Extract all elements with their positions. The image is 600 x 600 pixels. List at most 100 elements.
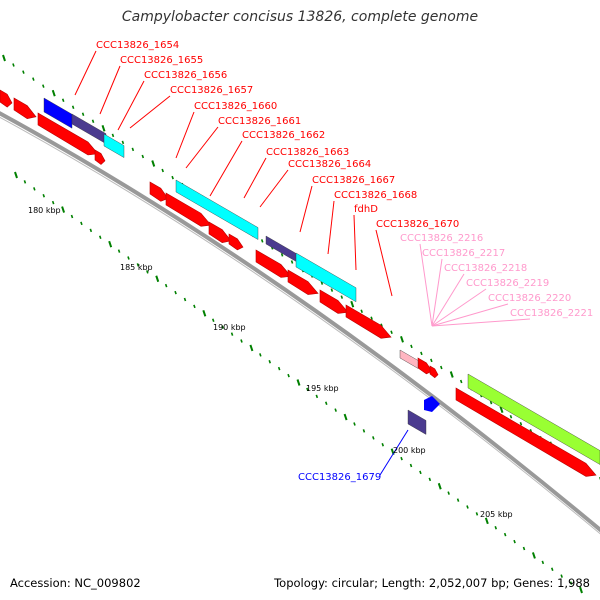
tick-mark-upper	[430, 358, 433, 363]
map-title: Campylobacter concisus 13826, complete g…	[121, 9, 479, 25]
tick-mark-upper	[360, 309, 363, 313]
tick-mark-upper	[350, 300, 355, 308]
tick-mark-lower	[183, 297, 187, 302]
gene-label: CCC13826_1654	[96, 40, 179, 51]
cds-arrow	[13, 97, 37, 119]
feature-block	[424, 396, 440, 412]
feature-block	[43, 97, 73, 129]
leader-line	[74, 50, 97, 96]
axis-tick-label: 190 kbp	[213, 323, 246, 332]
accession-text: Accession: NC_009802	[10, 576, 141, 590]
tick-mark-upper	[489, 400, 493, 405]
tick-mark-upper	[509, 414, 513, 419]
backbone-layer	[0, 111, 600, 535]
tick-mark-lower	[353, 422, 356, 426]
tick-mark-lower	[372, 436, 375, 440]
tick-mark-lower	[240, 339, 243, 343]
tick-mark-lower	[259, 353, 262, 357]
tick-mark-lower	[164, 283, 168, 288]
cds-arrow	[149, 181, 169, 202]
leader-line	[117, 80, 145, 131]
gene-label: CCC13826_1662	[242, 130, 325, 141]
cds-arrow	[319, 289, 349, 314]
tick-mark-lower	[541, 560, 545, 565]
tick-mark-upper	[71, 105, 75, 109]
tick-mark-lower	[315, 394, 319, 399]
tick-mark-lower	[334, 408, 337, 412]
tick-mark-lower	[268, 359, 272, 364]
leader-line	[175, 111, 195, 159]
tick-mark-lower	[343, 413, 348, 421]
tick-mark-upper	[91, 119, 95, 124]
leader-line	[431, 303, 509, 327]
tick-mark-upper	[320, 281, 324, 285]
tick-mark-lower	[155, 275, 160, 283]
tick-mark-lower	[211, 318, 215, 323]
tick-mark-upper	[459, 379, 463, 384]
tick-mark-upper	[330, 288, 334, 292]
leader-line	[243, 157, 267, 199]
tick-mark-lower	[42, 193, 46, 198]
tick-mark-lower	[569, 581, 573, 585]
tick-mark-lower	[475, 512, 479, 516]
gene-label: CCC13826_2217	[422, 248, 505, 259]
feature-block	[407, 409, 427, 435]
tick-mark-lower	[108, 240, 113, 248]
gene-label: fdhD	[354, 204, 378, 215]
gene-label: CCC13826_1664	[288, 159, 371, 170]
leader-line	[299, 185, 313, 233]
tick-mark-lower	[447, 491, 450, 495]
cds-arrow	[94, 149, 106, 165]
tick-mark-lower	[146, 270, 149, 274]
tick-mark-lower	[61, 206, 66, 213]
feature-block	[467, 373, 600, 465]
tick-mark-upper	[519, 421, 523, 426]
tick-mark-upper	[440, 365, 443, 370]
axis-tick-label: 200 kbp	[393, 446, 426, 455]
tick-mark-upper	[260, 239, 264, 243]
tick-mark-lower	[127, 256, 130, 260]
tick-mark-upper	[81, 112, 85, 117]
cds-arrow	[208, 221, 232, 243]
axis-tick-label: 195 kbp	[306, 384, 339, 393]
tick-mark-upper	[101, 125, 106, 132]
leader-line	[353, 214, 357, 271]
tick-mark-lower	[14, 171, 18, 179]
tick-mark-upper	[121, 140, 125, 145]
tick-mark-upper	[370, 316, 373, 320]
leader-line	[209, 140, 243, 197]
gene-label: CCC13826_1656	[144, 70, 227, 81]
leader-line	[129, 95, 171, 129]
tick-mark-lower	[456, 498, 460, 502]
tick-mark-lower	[174, 290, 177, 295]
tick-mark-lower	[221, 325, 224, 329]
tick-mark-upper	[390, 330, 393, 335]
leader-line	[379, 429, 409, 476]
tick-mark-lower	[494, 525, 498, 530]
gene-label: CCC13826_2218	[444, 263, 527, 274]
axis-tick-label: 180 kbp	[28, 206, 61, 215]
leader-line	[327, 200, 335, 255]
gene-label: CCC13826_1668	[334, 190, 417, 201]
tick-mark-lower	[381, 442, 385, 447]
backbone-line	[0, 111, 600, 533]
leader-line	[431, 258, 443, 327]
gene-label: CCC13826_1670	[376, 219, 459, 230]
tick-mark-lower	[249, 344, 254, 352]
tick-mark-lower	[466, 505, 469, 509]
gene-label: CCC13826_1663	[266, 147, 349, 158]
tick-mark-upper	[22, 70, 25, 74]
feature-layer	[0, 89, 600, 477]
feature-block	[175, 179, 259, 240]
tick-mark-upper	[400, 336, 404, 343]
tick-mark-lower	[33, 187, 36, 191]
tick-mark-lower	[136, 263, 140, 267]
tick-mark-lower	[117, 249, 121, 253]
axis-tick-label: 205 kbp	[480, 510, 513, 519]
leader-line	[431, 318, 531, 327]
leader-line	[431, 288, 487, 327]
tick-mark-upper	[61, 98, 65, 102]
leader-line	[375, 229, 393, 297]
tick-mark-upper	[420, 351, 423, 356]
